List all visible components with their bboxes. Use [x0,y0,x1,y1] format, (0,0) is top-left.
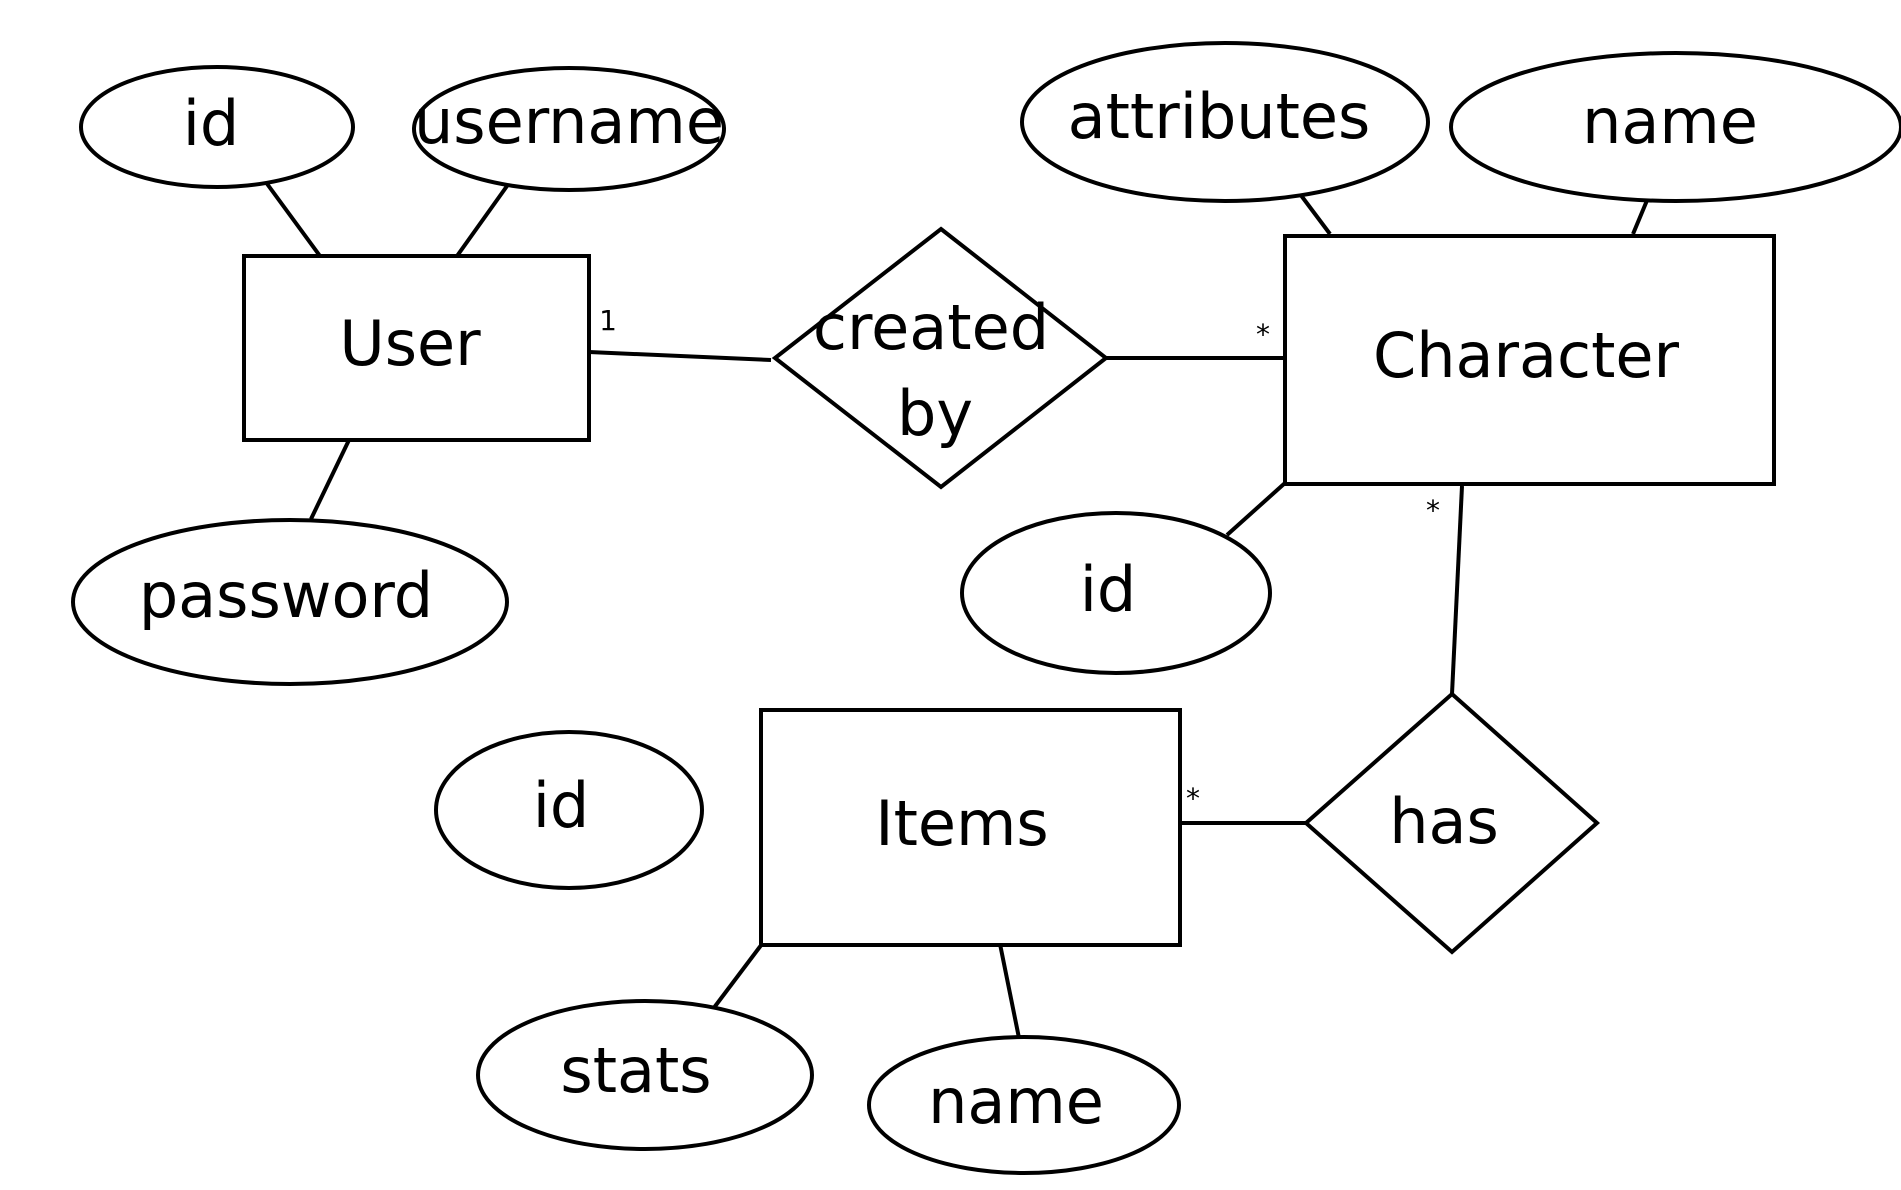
attribute-user-username-label: username [414,85,724,158]
entity-items[interactable]: Items [759,708,1182,947]
attribute-user-username-ellipse [412,66,726,192]
line-user-username [455,184,509,258]
attribute-user-id-ellipse [79,65,355,189]
relationship-has[interactable]: has [1302,691,1601,955]
cardinality-character-created-by: * [1256,318,1270,351]
attribute-character-attributes-label: attributes [1068,80,1371,153]
entity-user-label: User [339,307,481,380]
attribute-items-stats[interactable]: stats [476,999,814,1151]
attribute-items-stats-label: stats [560,1034,711,1107]
relationship-has-label: has [1389,785,1499,858]
cardinality-character-has: * [1426,494,1440,527]
line-items-name [998,943,1021,1039]
attribute-character-attributes[interactable]: attributes [1020,41,1430,203]
connectors [263,179,1650,1039]
attribute-character-id-label: id [1080,553,1137,626]
relationship-created-by-label-line2: by [897,377,973,450]
cardinality-items-has: * [1186,782,1200,815]
line-character-attributes [1295,188,1332,236]
attribute-items-id-label: id [533,769,590,842]
line-user-id [263,179,322,258]
entity-user-box [242,254,591,442]
attribute-user-password[interactable]: password [71,518,509,686]
attribute-character-attributes-ellipse [1020,41,1430,203]
line-user-createdby [588,350,772,362]
cardinality-user-created-by: 1 [599,304,617,337]
entity-character-label: Character [1373,319,1680,392]
attribute-character-name[interactable]: name [1449,51,1901,203]
relationship-has-diamond [1302,691,1601,955]
entity-items-box [759,708,1182,947]
attribute-character-id-ellipse [960,511,1272,675]
attribute-items-id-ellipse [434,730,704,890]
line-character-id [1225,481,1287,537]
line-character-name [1631,197,1650,235]
attribute-user-password-ellipse [71,518,509,686]
relationship-created-by-diamond [771,226,1110,490]
attribute-user-id[interactable]: id [79,65,355,189]
attribute-user-username[interactable]: username [412,66,726,192]
entity-character-box [1283,234,1776,486]
attribute-user-id-label: id [183,87,240,160]
attribute-user-password-label: password [139,559,433,632]
attribute-items-name-ellipse [867,1035,1181,1175]
attribute-items-name[interactable]: name [867,1035,1181,1175]
attribute-items-stats-ellipse [476,999,814,1151]
relationship-created-by[interactable]: created by [771,226,1110,490]
attribute-character-name-ellipse [1449,51,1901,203]
entity-user[interactable]: User [242,254,591,442]
entity-character[interactable]: Character [1283,234,1776,486]
attribute-items-id[interactable]: id [434,730,704,890]
entity-items-label: Items [875,787,1048,860]
relationship-created-by-label-line1: created [813,291,1049,364]
line-items-stats [711,942,764,1011]
attribute-character-name-label: name [1582,85,1758,158]
line-user-password [309,439,351,520]
line-character-has [1450,485,1464,695]
attribute-items-name-label: name [928,1065,1104,1138]
attribute-character-id[interactable]: id [960,511,1272,675]
